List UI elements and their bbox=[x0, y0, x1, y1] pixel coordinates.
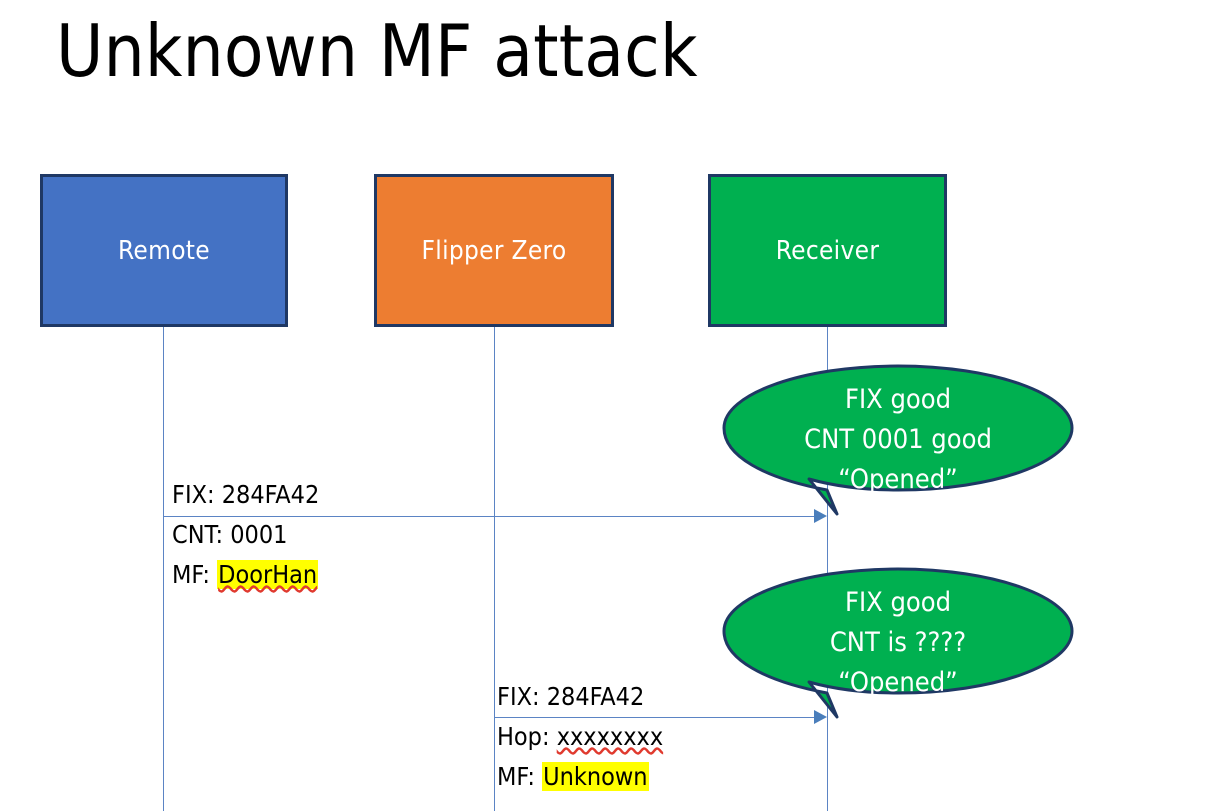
actor-box-remote[interactable]: Remote bbox=[40, 174, 288, 327]
message-1-line-2-value: 0001 bbox=[230, 520, 288, 549]
lifeline-flipper bbox=[494, 327, 495, 811]
message-1-line-1-key: FIX: bbox=[172, 480, 222, 509]
message-2-line-2-value: xxxxxxxx bbox=[556, 722, 664, 751]
message-2-line-3: MF: Unknown bbox=[497, 757, 663, 797]
lifeline-remote bbox=[163, 327, 164, 811]
lifeline-receiver bbox=[827, 327, 828, 811]
message-1-line-1-value: 284FA42 bbox=[221, 480, 320, 509]
page-title: Unknown MF attack bbox=[56, 9, 698, 93]
message-2-line-3-value: Unknown bbox=[542, 762, 649, 791]
message-1-line-3-value: DoorHan bbox=[217, 560, 319, 589]
actor-box-receiver[interactable]: Receiver bbox=[708, 174, 947, 327]
message-1-line-2: CNT: 0001 bbox=[172, 515, 319, 555]
message-arrowhead-2 bbox=[814, 710, 827, 724]
message-1-line-1: FIX: 284FA42 bbox=[172, 475, 319, 515]
message-1-line-3-key: MF: bbox=[172, 560, 218, 589]
message-arrowhead-1 bbox=[814, 509, 827, 523]
speech-bubble-shape-1 bbox=[722, 364, 1074, 516]
speech-bubble-receiver-1[interactable]: FIX good CNT 0001 good “Opened” bbox=[722, 364, 1074, 526]
actor-label-receiver: Receiver bbox=[775, 235, 880, 266]
actor-box-flipper-zero[interactable]: Flipper Zero bbox=[374, 174, 614, 327]
message-1-line-2-key: CNT: bbox=[172, 520, 231, 549]
message-label-2: FIX: 284FA42 Hop: xxxxxxxx MF: Unknown bbox=[497, 677, 663, 797]
message-line-1 bbox=[163, 516, 815, 517]
message-label-1: FIX: 284FA42 CNT: 0001 MF: DoorHan bbox=[172, 475, 319, 595]
actor-label-flipper-zero: Flipper Zero bbox=[421, 235, 567, 266]
speech-bubble-receiver-2[interactable]: FIX good CNT is ???? “Opened” bbox=[722, 567, 1074, 729]
message-2-line-1: FIX: 284FA42 bbox=[497, 677, 663, 717]
message-2-line-2: Hop: xxxxxxxx bbox=[497, 717, 663, 757]
speech-bubble-shape-2 bbox=[722, 567, 1074, 719]
message-line-2 bbox=[494, 717, 815, 718]
message-2-line-3-key: MF: bbox=[497, 762, 543, 791]
message-2-line-1-value: 284FA42 bbox=[546, 682, 645, 711]
message-2-line-1-key: FIX: bbox=[497, 682, 547, 711]
message-2-line-2-key: Hop: bbox=[497, 722, 557, 751]
message-1-line-3: MF: DoorHan bbox=[172, 555, 319, 595]
actor-label-remote: Remote bbox=[118, 235, 210, 266]
